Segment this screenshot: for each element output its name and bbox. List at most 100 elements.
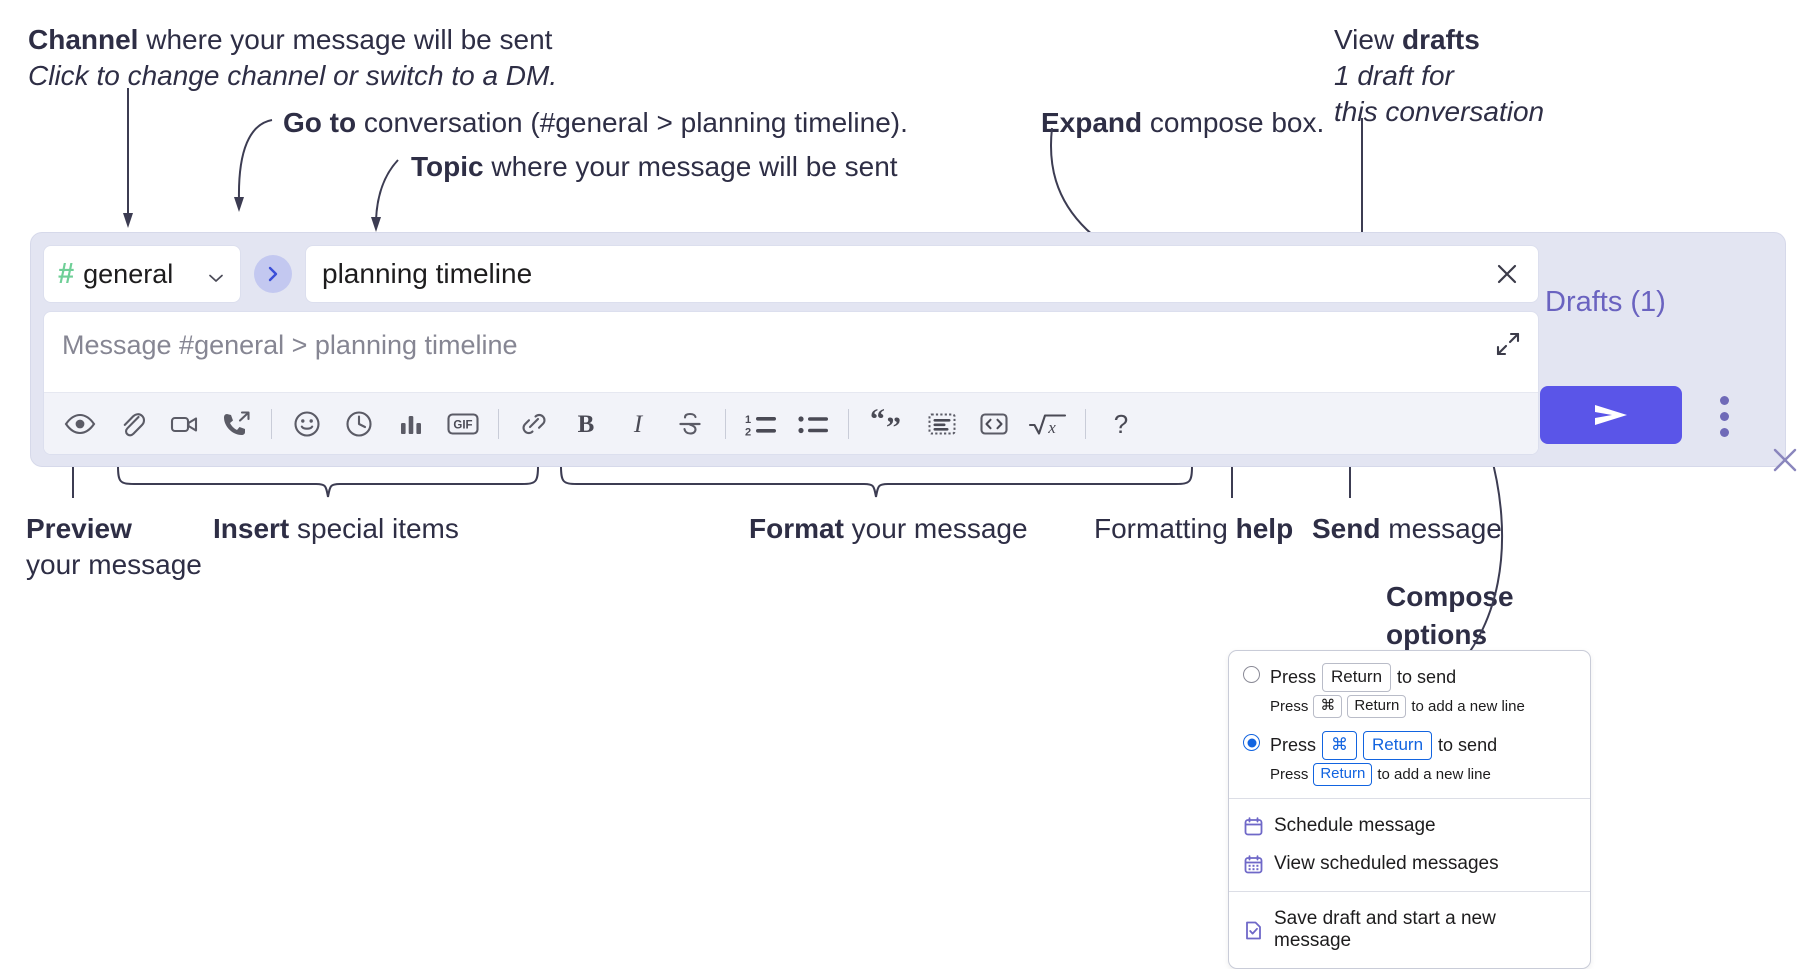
send-option-return-label: Press Return to send <box>1270 663 1525 692</box>
poll-icon[interactable] <box>385 398 437 450</box>
annotation-drafts-italic-1: 1 draft for <box>1334 59 1454 91</box>
math-icon[interactable]: x <box>1020 398 1076 450</box>
annotation-drafts-italic-2: this conversation <box>1334 95 1545 127</box>
message-placeholder: Message #general > planning timeline <box>62 330 518 360</box>
annotation-insert: Insert special items <box>213 511 459 547</box>
annotation-goto: Go to conversation (#general > planning … <box>283 105 908 141</box>
svg-text:GIF: GIF <box>453 419 472 431</box>
code-block-icon[interactable] <box>916 398 968 450</box>
press-label: Press <box>1270 667 1317 687</box>
annotation-help-bold: help <box>1235 513 1294 544</box>
kebab-dot <box>1719 395 1729 405</box>
blockquote-icon[interactable]: “ ” <box>858 398 916 450</box>
gif-icon[interactable]: GIF <box>437 398 489 450</box>
compose-panel: # general planning timeline <box>30 232 1797 472</box>
key-return: Return <box>1322 663 1392 692</box>
ordered-list-icon[interactable]: 1 2 <box>735 398 787 450</box>
to-send-label: to send <box>1397 667 1457 687</box>
menu-divider <box>1229 798 1590 799</box>
annotation-send: Send message <box>1312 511 1502 547</box>
send-option-cmd-return-sub: Press Return to add a new line <box>1270 763 1497 786</box>
menu-item-view-scheduled-messages[interactable]: View scheduled messages <box>1229 845 1590 883</box>
menu-item-save-draft[interactable]: Save draft and start a new message <box>1229 900 1590 960</box>
annotation-expand-rest: compose box. <box>1142 107 1325 138</box>
annotation-goto-rest: conversation (#general > planning timeli… <box>356 107 908 138</box>
radio-selected[interactable] <box>1243 734 1260 751</box>
svg-text:I: I <box>633 411 644 438</box>
annotation-insert-bold: Insert <box>213 513 290 544</box>
annotation-compose-line1: Compose <box>1386 581 1514 612</box>
bulleted-list-icon[interactable] <box>787 398 839 450</box>
sub-tail-label: to add a new line <box>1411 698 1525 715</box>
topic-value: planning timeline <box>322 258 533 289</box>
code-icon[interactable] <box>968 398 1020 450</box>
message-input-box[interactable]: Message #general > planning timeline <box>43 311 1539 455</box>
link-icon[interactable] <box>508 398 560 450</box>
close-icon[interactable] <box>1768 443 1802 477</box>
preview-icon[interactable] <box>54 398 106 450</box>
annotation-preview: Preview your message <box>26 511 202 583</box>
annotation-expand-bold: Expand <box>1041 107 1143 138</box>
annotation-send-rest: message <box>1380 513 1502 544</box>
toolbar-divider <box>725 408 726 439</box>
annotation-help-plain: Formatting <box>1094 513 1236 544</box>
key-return: Return <box>1363 731 1433 760</box>
clock-icon[interactable] <box>333 398 385 450</box>
diagram-stage: Channel where your message will be sent … <box>0 0 1814 944</box>
kebab-dot <box>1719 427 1729 437</box>
svg-text:1: 1 <box>745 414 751 426</box>
annotation-drafts-plain: View <box>1334 24 1402 55</box>
annotation-send-bold: Send <box>1312 513 1381 544</box>
menu-item-schedule-message[interactable]: Schedule message <box>1229 807 1590 845</box>
annotation-formatting-help: Formatting help <box>1094 511 1293 547</box>
annotation-channel-rest: where your message will be sent <box>138 24 553 55</box>
menu-item-label: View scheduled messages <box>1274 853 1499 874</box>
key-return: Return <box>1313 763 1373 786</box>
help-icon[interactable]: ? <box>1095 398 1147 450</box>
emoji-icon[interactable] <box>281 398 333 450</box>
expand-compose-icon[interactable] <box>1494 330 1522 358</box>
send-button[interactable] <box>1540 386 1682 444</box>
compose-header-row: # general planning timeline <box>43 245 1539 303</box>
drafts-link[interactable]: Drafts (1) <box>1545 286 1666 318</box>
bold-icon[interactable]: B <box>560 398 612 450</box>
channel-selector-button[interactable]: # general <box>43 245 241 303</box>
annotation-format-bold: Format <box>749 513 844 544</box>
annotation-expand: Expand compose box. <box>1041 105 1324 141</box>
calendar-icon <box>1243 816 1264 837</box>
topic-input[interactable]: planning timeline <box>305 245 1539 303</box>
channel-name-label: general <box>83 258 174 289</box>
video-icon[interactable] <box>158 398 210 450</box>
annotation-topic: Topic where your message will be sent <box>411 149 898 185</box>
clear-topic-icon[interactable] <box>1492 259 1522 289</box>
annotation-format: Format your message <box>749 511 1028 547</box>
toolbar-divider <box>271 408 272 439</box>
go-to-conversation-button[interactable] <box>254 255 292 293</box>
send-option-cmd-return[interactable]: Press ⌘ Return to send Press Return to a… <box>1229 729 1590 788</box>
send-option-return-sub: Press ⌘ Return to add a new line <box>1270 695 1525 718</box>
sub-press-label: Press <box>1270 698 1309 715</box>
sub-press-label: Press <box>1270 766 1309 783</box>
annotation-compose-line2: options <box>1386 618 1488 650</box>
save-draft-icon <box>1243 920 1264 941</box>
attachment-icon[interactable] <box>106 398 158 450</box>
annotation-drafts-bold: drafts <box>1401 24 1480 55</box>
compose-inner: # general planning timeline <box>43 245 1539 455</box>
menu-item-label: Save draft and start a new message <box>1274 908 1496 951</box>
huddle-icon[interactable] <box>210 398 262 450</box>
key-return: Return <box>1347 695 1407 718</box>
send-option-return[interactable]: Press Return to send Press ⌘ Return to a… <box>1229 661 1590 720</box>
send-preference-section: Press Return to send Press ⌘ Return to a… <box>1229 651 1590 798</box>
annotation-drafts: View drafts 1 draft for this conversatio… <box>1334 22 1544 129</box>
send-option-cmd-return-label: Press ⌘ Return to send <box>1270 731 1497 760</box>
chevron-down-icon <box>206 264 226 284</box>
compose-options-menu-button[interactable] <box>1711 390 1737 442</box>
italic-icon[interactable]: I <box>612 398 664 450</box>
sub-tail-label: to add a new line <box>1377 766 1491 783</box>
draft-section: Save draft and start a new message <box>1229 892 1590 968</box>
annotation-topic-bold: Topic <box>411 151 484 182</box>
menu-item-label: Schedule message <box>1274 815 1436 836</box>
strikethrough-icon[interactable] <box>664 398 716 450</box>
calendar-grid-icon <box>1243 854 1264 875</box>
radio-unselected[interactable] <box>1243 666 1260 683</box>
